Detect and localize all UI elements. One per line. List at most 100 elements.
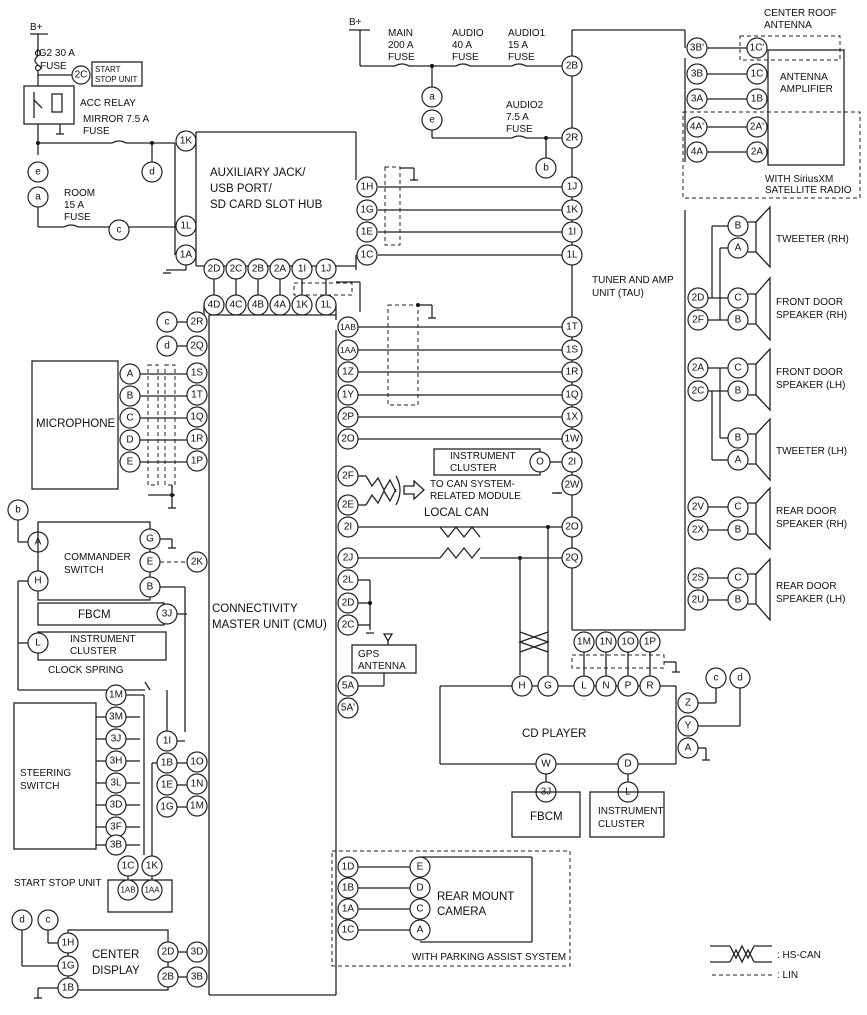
aux-pin-1k: 1K <box>180 136 193 147</box>
cmu-pin-2f: 2F <box>342 471 354 482</box>
aux-pin-1l: 1L <box>180 221 192 232</box>
cd-pin-d: D <box>624 759 631 770</box>
ref-d-4: d <box>737 673 743 684</box>
sp-pin-2a: 2A <box>692 363 705 374</box>
mirror-fuse-label-2: FUSE <box>83 126 110 137</box>
ref-a-2: a <box>429 92 435 103</box>
room-fuse-label-3: FUSE <box>64 212 91 223</box>
tweeter-rh-pin-b: B <box>735 221 742 232</box>
tau-pin-3b-prime: 3B' <box>690 43 704 54</box>
cd-pin-z: Z <box>685 698 691 709</box>
legend-hs-can: : HS-CAN <box>777 950 821 961</box>
cd-player-label: CD PLAYER <box>522 728 586 740</box>
audio2-fuse-label-2: 7.5 A <box>506 112 529 123</box>
start-stop-small-2: STOP UNIT <box>95 75 137 84</box>
tau-pin-1w: 1W <box>565 434 581 445</box>
tau-pin-1m: 1M <box>577 637 591 648</box>
tau-pin-2i: 2I <box>568 457 576 468</box>
roof-antenna: CENTER ROOF ANTENNA ANTENNA AMPLIFIER WI… <box>682 8 861 199</box>
commander-pin-h: H <box>34 576 41 587</box>
legend-lin: : LIN <box>777 970 798 981</box>
tau-pin-1q: 1Q <box>565 390 579 401</box>
cmu-pin-2k: 2K <box>191 557 204 568</box>
tau-pin-2q: 2Q <box>565 553 579 564</box>
ssu-pin-1ab: 1AB <box>120 886 135 895</box>
roof-antenna-label-1: CENTER ROOF <box>764 8 837 19</box>
cmu-pin-4d: 4D <box>208 300 221 311</box>
aux-hub-label-2: USB PORT/ <box>210 183 273 195</box>
audio-fuse-label-2: 40 A <box>452 40 472 51</box>
front-lh-pin-c: C <box>734 363 741 374</box>
audio-fuse-label-1: AUDIO <box>452 28 484 39</box>
room-fuse-label-1: ROOM <box>64 188 95 199</box>
cmu-pin-2d-r: 2D <box>342 598 355 609</box>
cd-pin-g: G <box>544 681 552 692</box>
cmu-pin-1n: 1N <box>191 779 204 790</box>
cmu-pin-2j: 2J <box>343 553 354 564</box>
ic-tau-label-2: CLUSTER <box>450 463 497 474</box>
acc-relay-box <box>23 85 75 125</box>
cmu-pin-1p: 1P <box>191 456 204 467</box>
ig2-fuse-label-2: FUSE <box>40 61 67 72</box>
tweeter-rh-pin-a: A <box>735 243 742 254</box>
roof-antenna-label-2: ANTENNA <box>764 20 812 31</box>
tau-label-2: UNIT (TAU) <box>592 288 644 299</box>
steering-area: CLOCK SPRING 1M STEERING SWITCH 3M 3J 3H… <box>13 665 187 913</box>
audio2-fuse-label-3: FUSE <box>506 124 533 135</box>
sp-pin-2u: 2U <box>692 595 705 606</box>
cmu-pin-2c-r: 2C <box>342 620 355 631</box>
cmu-pin-1z: 1Z <box>342 367 354 378</box>
camera-pin-c: C <box>416 904 423 915</box>
ant-pin-1c: 1C <box>751 69 764 80</box>
cmu-pin-1aa: 1AA <box>340 345 356 355</box>
ant-pin-2a-prime: 2A' <box>750 122 764 133</box>
ref-e-1: e <box>35 167 41 178</box>
left-power-supply: B+ IG2 30 A FUSE 2C START STOP UNIT ACC … <box>23 22 175 241</box>
tweeter-lh-pin-a: A <box>735 455 742 466</box>
ss-pin-1i-label: 1I <box>163 736 171 747</box>
ant-pin-1b: 1B <box>751 94 764 105</box>
cmu: CONNECTIVITY MASTER UNIT (CMU) c 2R d 2Q… <box>156 305 337 996</box>
main-fuse-label-3: FUSE <box>388 52 415 63</box>
can-note-2: RELATED MODULE <box>430 491 521 502</box>
tau-pin-4a: 4A <box>691 147 704 158</box>
aux-hub: 1K 1L 1A AUXILIARY JACK/ USB PORT/ SD CA… <box>163 130 572 274</box>
commander-pin-b: B <box>147 582 154 593</box>
cmu-pin-1t: 1T <box>191 390 203 401</box>
mic-pin-d: D <box>126 435 133 446</box>
tau-pin-2w: 2W <box>565 480 581 491</box>
cmu-pin-5a: 5A <box>342 681 355 692</box>
fbcm-pin-3j: 3J <box>162 609 173 620</box>
tweeter-lh-label: TWEETER (LH) <box>776 446 847 457</box>
aux-hub-label-1: AUXILIARY JACK/ <box>210 167 306 179</box>
cmu-pin-1l: 1L <box>320 300 332 311</box>
camera-label-1: REAR MOUNT <box>437 891 514 903</box>
cmu-pin-1j: 1J <box>321 264 332 275</box>
cd-pin-y: Y <box>685 721 692 732</box>
rear-lh-label-2: SPEAKER (LH) <box>776 594 845 605</box>
legend: : HS-CAN : LIN <box>710 944 821 981</box>
tau-pin-3a: 3A <box>691 94 704 105</box>
cmu-pin-2o: 2O <box>341 434 355 445</box>
tau-pin-2o: 2O <box>565 522 579 533</box>
tweeter-lh-pin-b: B <box>735 433 742 444</box>
fbcm-label-left: FBCM <box>78 609 111 621</box>
cd-pin-1h: 1H <box>62 938 75 949</box>
tau-pin-2b: 2B <box>566 61 579 72</box>
cmu-pin-2d: 2D <box>208 264 221 275</box>
cd-pin-a: A <box>685 743 692 754</box>
cmu-pin-1ab: 1AB <box>340 322 356 332</box>
camera-label-2: CAMERA <box>437 906 487 918</box>
ss-pin-1c: 1C <box>122 861 135 872</box>
rear-lh-pin-b: B <box>735 595 742 606</box>
ref-d-1: d <box>149 167 155 178</box>
cmu-pin-1b-r: 1B <box>342 883 355 894</box>
cmu-pin-4c: 4C <box>230 300 243 311</box>
sp-pin-2c: 2C <box>692 386 705 397</box>
cd-pin-2b: 2B <box>162 972 175 983</box>
cmu-label-1: CONNECTIVITY <box>212 603 298 615</box>
cmu-pin-1k: 1K <box>296 300 309 311</box>
tau-pin-1s: 1S <box>566 345 579 356</box>
main-fuse-label-1: MAIN <box>388 28 413 39</box>
cmu-pin-1q: 1Q <box>190 412 204 423</box>
